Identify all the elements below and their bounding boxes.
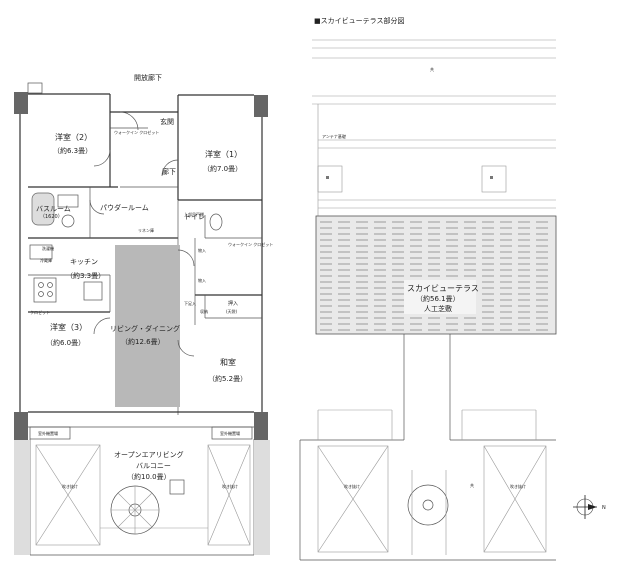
room2-name: 洋室（2）: [55, 132, 92, 142]
fixture-label: 物入: [198, 247, 206, 253]
walkin-closet-a: ウォークイン クロゼット: [114, 129, 159, 135]
room1-size: （約7.0畳）: [203, 164, 242, 173]
label-corridor: 開放廊下: [134, 73, 162, 82]
bathroom-name: バスルーム: [36, 205, 71, 213]
terrace-name: スカイビューテラス: [407, 284, 479, 293]
washitsu-name: 和室: [220, 357, 236, 367]
closet: クロゼット: [30, 309, 50, 315]
void-terrace-right: 吹き抜け: [510, 483, 526, 489]
terrace-size: （約56.1畳）: [416, 294, 460, 303]
corner-label: 共: [470, 482, 474, 488]
fixture-label: 下足入: [184, 301, 196, 306]
fixture-label: 収納: [200, 308, 208, 314]
room2-size: （約6.3畳）: [53, 146, 92, 155]
north-arrow-icon: [573, 495, 597, 519]
room3-size: （約6.0畳）: [46, 338, 85, 347]
void-terrace-left: 吹き抜け: [344, 483, 360, 489]
room1-name: 洋室（1）: [205, 149, 242, 159]
living-size: （約12.6畳）: [121, 337, 165, 346]
fixture-label: 上部吊戸棚: [184, 211, 204, 217]
kitchen-size: （約3.3畳）: [66, 271, 105, 280]
washitsu-size: （約5.2畳）: [208, 374, 247, 383]
kitchen-name: キッチン: [70, 258, 98, 266]
chimney-label: 共: [430, 66, 434, 72]
outdoor-unit-left: 室外機置場: [38, 430, 58, 436]
oshiire: 押入: [228, 300, 238, 307]
fixture-label: 洗濯機: [42, 245, 54, 251]
label-entrance: 玄関: [160, 117, 174, 126]
balcony-name: オープンエアリビング: [114, 450, 184, 459]
terrace-title: ■スカイビューテラス部分図: [314, 16, 404, 25]
label-hall: 廊下: [162, 167, 176, 176]
fixture-label: リネン庫: [138, 227, 154, 233]
bathroom-size: （1620）: [40, 214, 63, 220]
living-name: リビング・ダイニング: [110, 324, 180, 333]
void-right: 吹き抜け: [222, 483, 238, 489]
void-left: 吹き抜け: [62, 483, 78, 489]
oshiire-sub: (天袋): [226, 308, 238, 314]
fixture-label: 冷蔵庫: [40, 257, 52, 263]
antenna-base: アンテナ基礎: [322, 133, 346, 139]
toilet: トイレ: [184, 213, 205, 221]
walkin-closet-b: ウォークイン クロゼット: [228, 241, 273, 247]
outdoor-unit-right: 室外機置場: [220, 430, 240, 436]
balcony-name2: バルコニー: [136, 462, 171, 470]
north-label: N: [602, 505, 606, 511]
balcony-size: （約10.0畳）: [127, 472, 171, 481]
terrace-note: 人工芝敷: [424, 304, 452, 313]
room3-name: 洋室（3）: [50, 322, 87, 332]
powder-room: パウダールーム: [100, 203, 149, 212]
fixture-label: 物入: [198, 277, 206, 283]
unit-floor-plan: [14, 82, 270, 556]
turf-area: [315, 215, 557, 335]
